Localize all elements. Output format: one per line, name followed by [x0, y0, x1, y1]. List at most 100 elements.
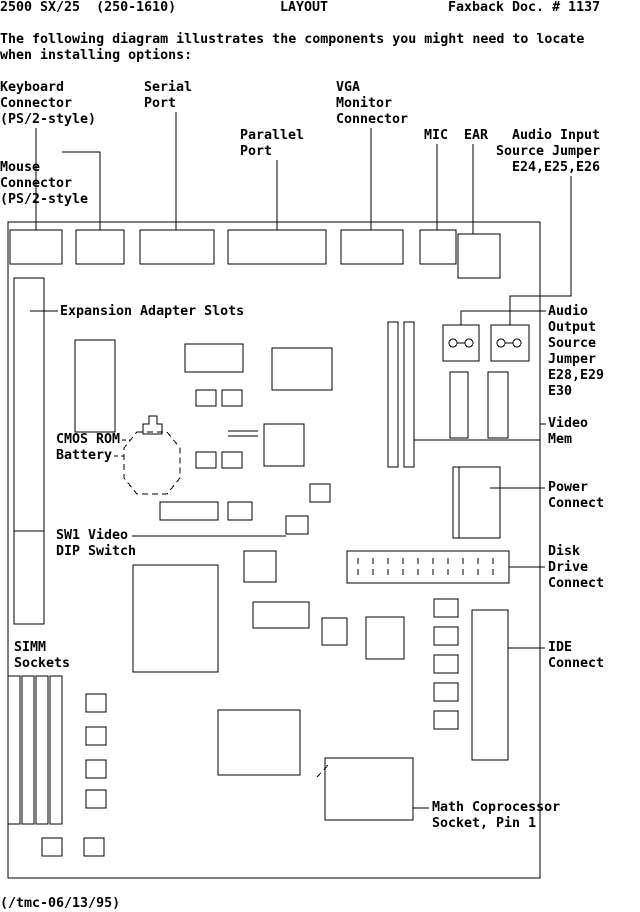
expansion-slots	[13, 277, 45, 625]
label-audio-output: Audio	[548, 304, 589, 319]
label-sw1: SW1 Video	[56, 528, 129, 543]
label-vga: Connector	[336, 112, 409, 127]
chip	[243, 550, 277, 583]
serial-port	[139, 229, 215, 265]
chip	[433, 626, 459, 646]
label-math-coprocessor: Math Coprocessor	[432, 800, 561, 815]
label-ear: EAR	[464, 128, 489, 143]
label-vga: VGA	[336, 80, 361, 95]
chip	[309, 483, 331, 503]
doc-footer: (/tmc-06/13/95)	[0, 896, 121, 911]
chip	[159, 501, 219, 521]
label-math-coprocessor: Socket, Pin 1	[432, 816, 537, 831]
label-audio-output: Source	[548, 336, 597, 351]
label-power: Power	[548, 480, 589, 495]
label-video-mem: Mem	[548, 432, 573, 447]
chip	[85, 726, 107, 746]
chip	[271, 347, 333, 391]
chip	[85, 759, 107, 779]
doc-number: Faxback Doc. # 1137	[448, 0, 601, 15]
chip	[184, 343, 244, 373]
sw1-dip-switch	[285, 515, 309, 535]
chip	[217, 709, 301, 776]
chip	[83, 837, 105, 857]
mouse-connector	[75, 229, 125, 265]
doc-title: LAYOUT	[280, 0, 329, 15]
video-mem-socket	[387, 321, 399, 468]
label-parallel: Parallel	[240, 128, 305, 143]
label-disk: Disk	[548, 544, 581, 559]
disk-connector-pins	[357, 558, 494, 575]
chip	[433, 710, 459, 730]
cmos-battery	[123, 431, 181, 495]
ide-connector	[471, 609, 509, 761]
chip	[74, 339, 116, 433]
label-power: Connect	[548, 496, 605, 511]
math-coprocessor-socket	[324, 757, 414, 821]
motherboard-outline	[7, 221, 541, 879]
intro-line-2: when installing options:	[0, 48, 193, 63]
simm-socket	[21, 675, 35, 825]
label-mouse: (PS/2-style	[0, 192, 89, 207]
leader-video-mem	[414, 423, 546, 441]
chip	[433, 682, 459, 702]
leader-mouse	[62, 151, 101, 230]
ear-jack	[457, 233, 501, 279]
chip	[449, 371, 469, 439]
label-audio-output: Jumper	[548, 352, 597, 367]
vga-connector	[340, 229, 404, 265]
label-parallel: Port	[240, 144, 273, 159]
chip	[85, 789, 107, 809]
crystal-component	[142, 415, 163, 435]
chip	[41, 837, 63, 857]
simm-sockets	[7, 675, 63, 825]
chip	[221, 451, 243, 469]
label-audio-input: Source Jumper	[496, 144, 601, 159]
label-audio-input: E24,E25,E26	[512, 160, 601, 175]
simm-socket	[7, 675, 21, 825]
label-vga: Monitor	[336, 96, 393, 111]
chip	[433, 654, 459, 674]
chip	[195, 389, 217, 407]
chip	[433, 598, 459, 618]
label-keyboard: Connector	[0, 96, 73, 111]
chip	[365, 616, 405, 660]
label-audio-output: E28,E29	[548, 368, 605, 383]
label-disk: Drive	[548, 560, 589, 575]
label-audio-input: Audio Input	[512, 128, 601, 143]
intro-line-1: The following diagram illustrates the co…	[0, 32, 585, 47]
leader-audio-output	[460, 310, 546, 325]
simm-socket	[49, 675, 63, 825]
label-sw1: DIP Switch	[56, 544, 137, 559]
chip	[252, 601, 310, 629]
chip	[227, 501, 253, 521]
simm-socket	[35, 675, 49, 825]
label-mic: MIC	[424, 128, 449, 143]
equals-mark	[228, 430, 258, 437]
chip	[263, 423, 305, 467]
power-connector	[452, 466, 501, 539]
misc-components	[74, 339, 509, 776]
parallel-port	[227, 229, 327, 265]
label-simm: SIMM	[14, 640, 47, 655]
chip	[487, 371, 509, 439]
label-keyboard: Keyboard	[0, 80, 65, 95]
label-mouse: Connector	[0, 176, 73, 191]
keyboard-connector	[9, 229, 63, 265]
label-audio-output: Output	[548, 320, 597, 335]
label-audio-output: E30	[548, 384, 573, 399]
label-simm: Sockets	[14, 656, 71, 671]
label-ide: Connect	[548, 656, 605, 671]
chip	[195, 451, 217, 469]
chip	[321, 617, 348, 646]
label-mouse: Mouse	[0, 160, 41, 175]
chip	[221, 389, 243, 407]
label-disk: Connect	[548, 576, 605, 591]
label-expansion-slots: Expansion Adapter Slots	[60, 304, 245, 319]
label-serial: Serial	[144, 80, 193, 95]
label-keyboard: (PS/2-style)	[0, 112, 97, 127]
label-ide: IDE	[548, 640, 573, 655]
label-cmos-battery: Battery	[56, 448, 113, 463]
